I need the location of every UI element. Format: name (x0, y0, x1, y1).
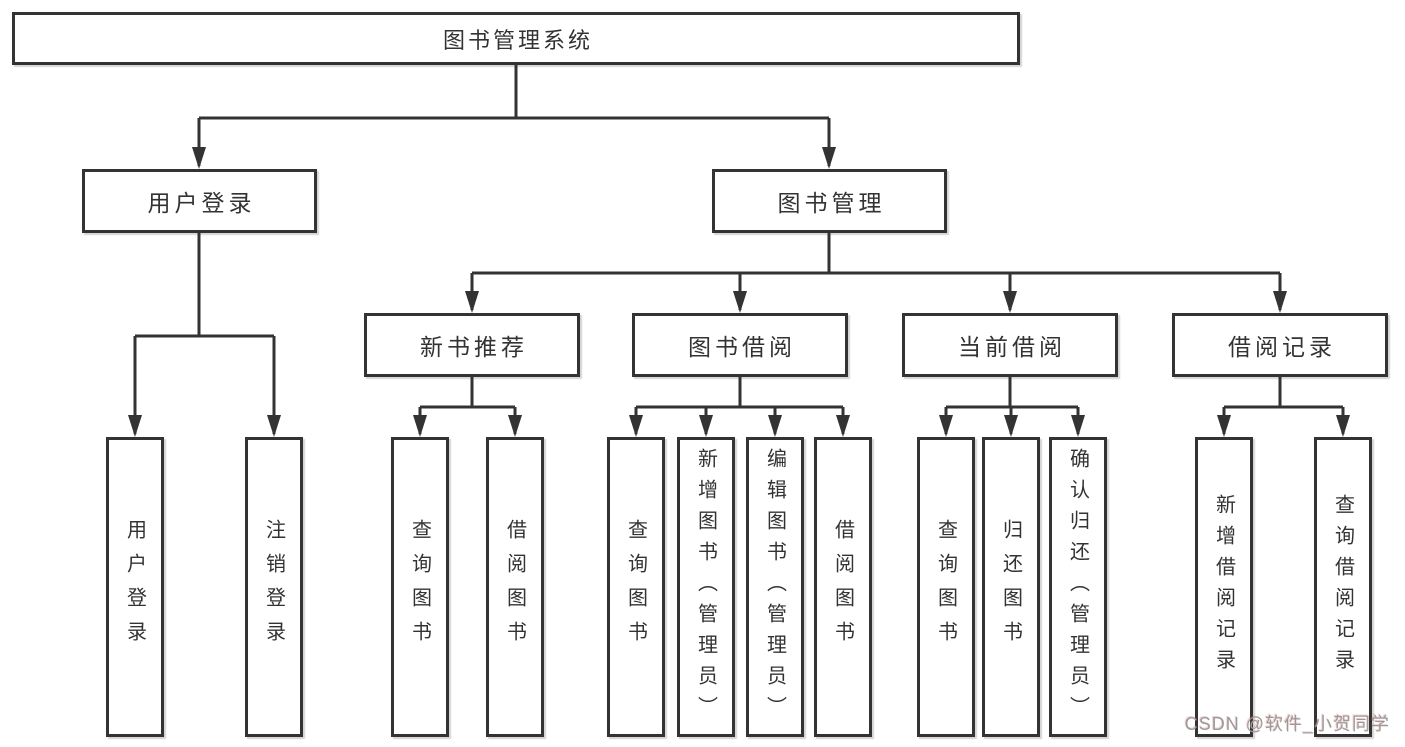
leaf-label: 编辑图书（管理员） (763, 447, 786, 727)
arrowhead-icon (1273, 291, 1287, 313)
node-label: 当前借阅 (958, 334, 1066, 360)
leaf-query-borrow-record: 查询借阅记录 (1314, 437, 1372, 737)
leaf-label: 归还图书 (999, 519, 1022, 655)
leaf-query-books-newbooks: 查询图书 (391, 437, 449, 737)
node-label: 借阅记录 (1228, 334, 1336, 360)
node-new-book-recommend: 新书推荐 (364, 313, 580, 377)
arrowhead-icon (192, 147, 206, 169)
leaf-label: 新增图书（管理员） (694, 447, 717, 727)
leaf-label: 查询图书 (408, 519, 431, 655)
connector-bookmgmt-to-level3 (470, 233, 1282, 310)
arrowhead-icon (1336, 415, 1350, 437)
leaf-label: 查询图书 (934, 519, 957, 655)
leaf-label: 查询图书 (624, 519, 647, 655)
node-label: 图书管理 (777, 190, 886, 216)
connector-bookborrow-to-leaves (634, 377, 845, 434)
connector-userlogin-to-leaves (133, 233, 276, 434)
leaf-add-borrow-record: 新增借阅记录 (1195, 437, 1253, 737)
arrowhead-icon (1004, 415, 1018, 437)
leaf-label: 用户登录 (123, 519, 146, 655)
connector-records-to-leaves (1222, 377, 1345, 434)
leaf-logout: 注销登录 (245, 437, 303, 737)
connector-paths (133, 65, 1345, 434)
arrowhead-icon (822, 147, 836, 169)
leaf-label: 查询借阅记录 (1331, 494, 1354, 680)
arrowhead-icon (465, 291, 479, 313)
node-label: 图书管理系统 (442, 27, 593, 53)
leaf-label: 借阅图书 (831, 519, 854, 655)
arrowhead-icon (699, 415, 713, 437)
node-book-borrowing: 图书借阅 (632, 313, 848, 377)
node-book-management-branch: 图书管理 (712, 169, 947, 233)
arrowhead-icon (128, 415, 142, 437)
leaf-label: 新增借阅记录 (1212, 494, 1235, 680)
connector-newbooks-to-leaves (418, 377, 517, 434)
arrowhead-icon (1003, 291, 1017, 313)
connector-root-to-level2 (197, 65, 831, 166)
leaf-borrow-books-newbooks: 借阅图书 (486, 437, 544, 737)
connector-currentborrow-to-leaves (944, 377, 1080, 434)
node-label: 新书推荐 (420, 334, 528, 360)
leaf-label: 确认归还（管理员） (1066, 447, 1089, 727)
arrowhead-icon (629, 415, 643, 437)
leaf-borrow-books-borrowing: 借阅图书 (814, 437, 872, 737)
node-label: 图书借阅 (688, 334, 796, 360)
arrowhead-icon (508, 415, 522, 437)
leaf-user-login: 用户登录 (106, 437, 164, 737)
node-library-management-system: 图书管理系统 (12, 12, 1020, 65)
leaf-label: 借阅图书 (503, 519, 526, 655)
node-user-login-branch: 用户登录 (82, 169, 317, 233)
node-current-borrowing: 当前借阅 (902, 313, 1118, 377)
csdn-watermark: CSDN @软件_小贺同学 (1184, 714, 1390, 734)
arrowhead-icon (1071, 415, 1085, 437)
leaf-confirm-return-admin: 确认归还（管理员） (1049, 437, 1107, 737)
arrowhead-icon (1217, 415, 1231, 437)
leaf-label: 注销登录 (262, 519, 285, 655)
arrowhead-icon (939, 415, 953, 437)
node-borrowing-records: 借阅记录 (1172, 313, 1388, 377)
arrowhead-icon (413, 415, 427, 437)
arrowhead-icon (267, 415, 281, 437)
arrowhead-icon (733, 291, 747, 313)
leaf-return-books: 归还图书 (982, 437, 1040, 737)
arrowhead-icon (836, 415, 850, 437)
arrowhead-icon (768, 415, 782, 437)
leaf-add-books-admin: 新增图书（管理员） (677, 437, 735, 737)
leaf-edit-books-admin: 编辑图书（管理员） (746, 437, 804, 737)
node-label: 用户登录 (147, 190, 256, 216)
leaf-query-books-current: 查询图书 (917, 437, 975, 737)
leaf-query-books-borrowing: 查询图书 (607, 437, 665, 737)
